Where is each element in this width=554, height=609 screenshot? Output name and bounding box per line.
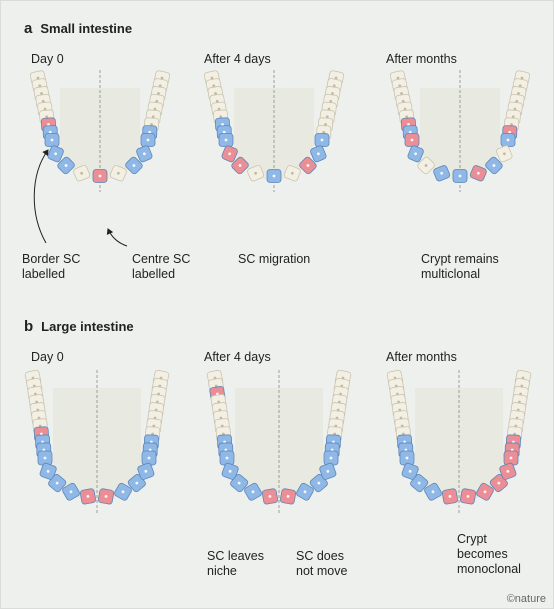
epithelial-cell xyxy=(496,145,513,163)
caption-monoclonal: Crypt becomes monoclonal xyxy=(457,532,521,576)
crypt-large-day0 xyxy=(24,369,170,514)
epithelial-cell xyxy=(314,133,330,147)
caption-sc-leaves-niche: SC leaves niche xyxy=(207,549,264,578)
epithelial-cell xyxy=(62,482,80,501)
epithelial-cell xyxy=(410,474,429,493)
epithelial-cell xyxy=(310,145,327,163)
epithelial-cell xyxy=(57,156,75,175)
epithelial-cell xyxy=(247,165,265,182)
crypt-lumen xyxy=(60,88,140,180)
nature-credit: ©nature xyxy=(506,593,546,605)
crypt-small-aftermonths xyxy=(389,70,531,192)
epithelial-cell xyxy=(37,450,53,466)
epithelial-cell xyxy=(404,133,420,147)
epithelial-cell xyxy=(136,145,153,163)
epithelial-cell xyxy=(485,156,503,175)
caption-sc-does-not-move: SC does not move xyxy=(296,549,348,578)
epithelial-cell xyxy=(296,482,314,501)
epithelial-cell xyxy=(221,462,239,480)
epithelial-cell xyxy=(441,488,459,505)
epithelial-cell xyxy=(47,145,64,163)
crypt-lumen xyxy=(234,88,314,180)
epithelial-cell xyxy=(218,133,234,147)
caption-centre-sc: Centre SC labelled xyxy=(132,252,191,281)
epithelial-cell xyxy=(79,488,97,505)
section-b-title: Large intestine xyxy=(41,319,134,334)
section-a-letter: a xyxy=(24,20,33,37)
epithelial-cell xyxy=(299,156,317,175)
panel-b3-title: After months xyxy=(386,350,457,364)
epithelial-cell xyxy=(125,156,143,175)
epithelial-cell xyxy=(266,169,282,183)
section-a-heading: a Small intestine xyxy=(24,20,132,37)
panel-a3-title: After months xyxy=(386,52,457,66)
panel-b1-title: Day 0 xyxy=(31,350,64,364)
epithelial-cell xyxy=(92,169,108,183)
epithelial-cell xyxy=(261,488,279,505)
epithelial-cell xyxy=(424,482,442,501)
epithelial-cell xyxy=(433,165,451,182)
epithelial-cell xyxy=(39,462,57,480)
epithelial-cell xyxy=(401,462,419,480)
crypt-small-day0 xyxy=(29,70,171,192)
epithelial-cell xyxy=(407,145,424,163)
caption-border-sc: Border SC labelled xyxy=(22,252,81,281)
epithelial-cell xyxy=(500,133,516,147)
epithelial-cell xyxy=(114,482,132,501)
epithelial-cell xyxy=(140,133,156,147)
panel-a1-title: Day 0 xyxy=(31,52,64,66)
crypt-small-after4days xyxy=(203,70,345,192)
epithelial-cell xyxy=(97,488,115,505)
epithelial-cell xyxy=(48,474,67,493)
epithelial-cell xyxy=(73,165,91,182)
epithelial-cell xyxy=(283,165,301,182)
epithelial-cell xyxy=(109,165,127,182)
crypt-large-aftermonths xyxy=(386,369,532,514)
crypt-large-after4days xyxy=(206,369,352,514)
epithelial-cell xyxy=(44,133,60,147)
caption-sc-migration: SC migration xyxy=(238,252,311,266)
epithelial-cell xyxy=(221,145,238,163)
crypt-lumen xyxy=(420,88,500,180)
section-a-title: Small intestine xyxy=(40,21,133,36)
panel-a2-title: After 4 days xyxy=(204,52,271,66)
epithelial-cell xyxy=(137,462,155,480)
epithelial-cell xyxy=(469,165,487,182)
section-b-letter: b xyxy=(24,318,34,335)
section-b-heading: b Large intestine xyxy=(24,318,134,335)
panel-b2-title: After 4 days xyxy=(204,350,271,364)
epithelial-cell xyxy=(231,156,249,175)
epithelial-cell xyxy=(499,462,517,480)
epithelial-cell xyxy=(230,474,249,493)
epithelial-cell xyxy=(417,156,435,175)
epithelial-cell xyxy=(244,482,262,501)
epithelial-cell xyxy=(476,482,494,501)
epithelial-cell xyxy=(452,169,468,183)
epithelial-cell xyxy=(459,488,477,505)
epithelial-cell xyxy=(279,488,297,505)
caption-multiclonal: Crypt remains multiclonal xyxy=(421,252,499,281)
epithelial-cell xyxy=(319,462,337,480)
